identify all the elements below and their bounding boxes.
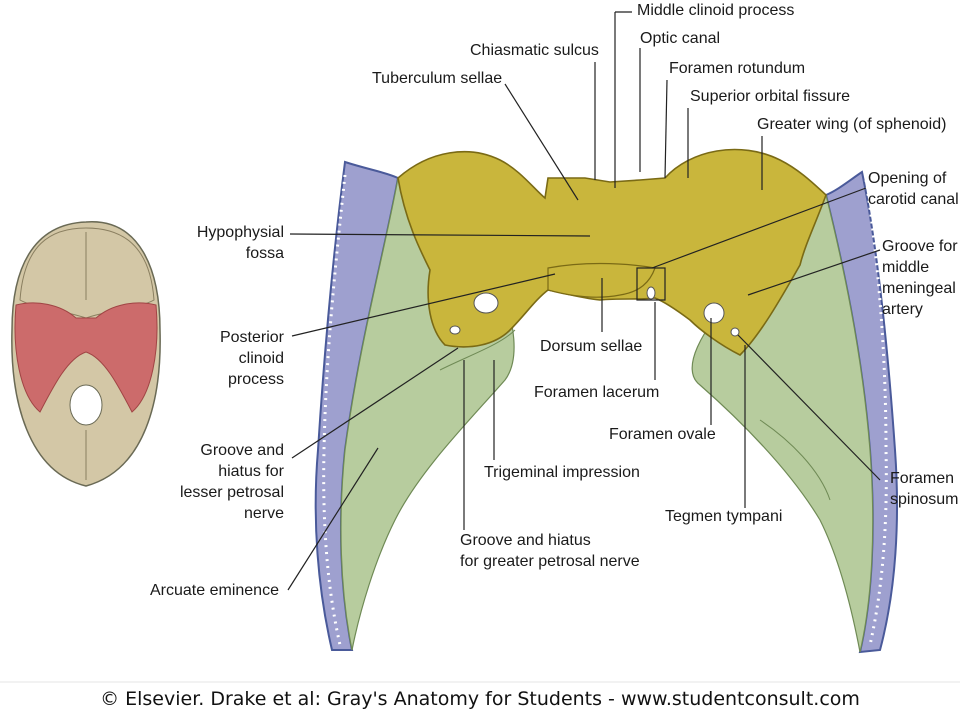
label-foramen-spinosum: Foramen spinosum	[890, 470, 959, 508]
sphenoid-bone	[397, 148, 827, 356]
right-foramen-ovale	[703, 302, 725, 324]
left-diploe-dots	[322, 174, 347, 646]
leader-lines	[287, 11, 881, 591]
label-trigeminal-impression: Trigeminal impression	[484, 464, 640, 481]
foramen-magnum-thumb	[69, 384, 103, 426]
right-foramen-spinosum	[730, 327, 740, 337]
label-foramen-ovale: Foramen ovale	[609, 426, 716, 443]
label-middle-clinoid-process: Middle clinoid process	[637, 2, 795, 19]
label-groove-middle-meningeal: Groove for middle meningeal artery	[882, 238, 958, 318]
label-posterior-clinoid: Posterior clinoid process	[219, 329, 284, 388]
label-dorsum-sellae: Dorsum sellae	[540, 338, 643, 355]
label-superior-orbital-fissure: Superior orbital fissure	[690, 88, 851, 105]
label-hypophysial-fossa: Hypophysial fossa	[196, 224, 284, 262]
label-opening-carotid-canal: Opening of carotid canal	[868, 170, 959, 208]
temporal-ridge-left	[439, 329, 516, 371]
foramen-lacerum	[646, 286, 656, 300]
middle-fossa-thumb	[14, 302, 158, 413]
label-chiasmatic-sulcus: Chiasmatic sulcus	[470, 42, 599, 59]
skull-base-thumbnail	[11, 221, 161, 487]
left-foramen-spinosum	[449, 325, 461, 335]
carotid-canal-box	[636, 267, 666, 301]
label-greater-wing: Greater wing (of sphenoid)	[757, 116, 947, 133]
label-optic-canal: Optic canal	[640, 30, 721, 47]
middle-fossa-main	[287, 11, 899, 654]
temporal-ridge-right	[759, 419, 831, 501]
label-tegmen-tympani: Tegmen tympani	[665, 508, 783, 525]
left-foramen-ovale	[473, 292, 499, 314]
label-tuberculum-sellae: Tuberculum sellae	[372, 70, 503, 87]
label-groove-lesser-petrosal: Groove and hiatus for lesser petrosal ne…	[179, 442, 284, 522]
label-foramen-rotundum: Foramen rotundum	[669, 60, 806, 77]
label-foramen-lacerum: Foramen lacerum	[534, 384, 660, 401]
anterior-fossa-thumb	[19, 227, 155, 319]
label-groove-greater-petrosal: Groove and hiatus for greater petrosal n…	[460, 532, 640, 570]
label-arcuate-eminence: Arcuate eminence	[150, 582, 279, 599]
copyright-credit: © Elsevier. Drake et al: Gray's Anatomy …	[100, 688, 860, 710]
